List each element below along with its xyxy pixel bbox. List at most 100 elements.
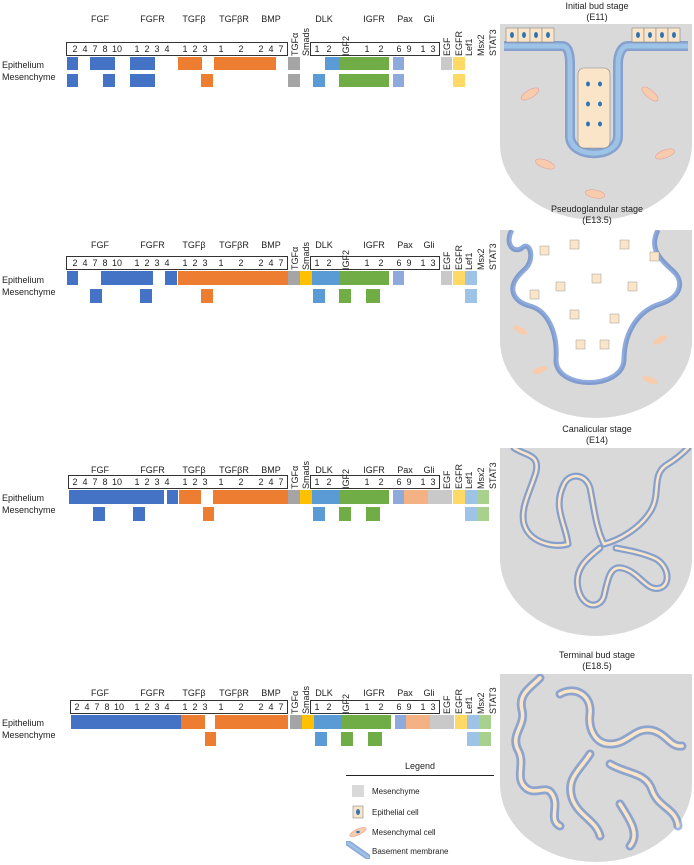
stage-title-e18-5: Terminal bud stage (E18.5) (500, 650, 694, 672)
expression-bar (201, 289, 213, 303)
group-label-igfr: IGFR (363, 14, 385, 24)
expression-bar (368, 732, 382, 746)
stage-name: Canalicular stage (562, 424, 632, 434)
expression-bar (313, 289, 325, 303)
expression-bar (288, 490, 300, 504)
gene-number: 6 (396, 702, 402, 712)
gene-number: 7 (92, 258, 98, 268)
row-label-mesenchyme: Mesenchyme (2, 72, 56, 82)
rotated-label: IGF2 (341, 693, 351, 714)
stage-name: Initial bud stage (565, 1, 629, 11)
gene-number: 1 (134, 702, 140, 712)
number-box (66, 256, 288, 270)
gene-number: 3 (154, 44, 160, 54)
rotated-label: STAT3 (488, 687, 498, 714)
gene-number: 1 (420, 44, 426, 54)
gene-number: 7 (278, 702, 284, 712)
gene-number: 6 (396, 258, 402, 268)
group-label-tgfbr: TGFβR (219, 465, 249, 475)
gene-number: 2 (258, 477, 264, 487)
expression-bar (467, 715, 479, 729)
expression-bar (90, 57, 115, 70)
rotated-label: Smads (301, 241, 311, 270)
mesenchyme-swatch-icon (352, 785, 364, 797)
gene-number: 1 (420, 702, 426, 712)
expression-bar (465, 289, 477, 303)
expression-bar (67, 74, 78, 87)
legend-divider (346, 775, 494, 776)
gene-number: 3 (202, 477, 208, 487)
gene-number: 4 (268, 44, 274, 54)
rotated-label: Lef1 (464, 471, 474, 489)
row-label-epithelium: Epithelium (2, 493, 45, 503)
pseudoglandular-illustration (500, 230, 692, 418)
rotated-label: EGFR (454, 30, 464, 56)
gene-number: 1 (420, 477, 426, 487)
stage-title-e13-5: Pseudoglandular stage (E13.5) (500, 204, 694, 226)
group-label-fgf: FGF (91, 14, 109, 24)
rotated-label: EGFR (454, 244, 464, 270)
expression-bar (406, 715, 430, 729)
gene-number: 1 (364, 702, 370, 712)
expression-bar (339, 289, 351, 303)
group-label-fgfr: FGFR (140, 688, 165, 698)
expression-bar (302, 715, 314, 729)
expression-bar (313, 507, 325, 521)
gene-number: 4 (268, 702, 274, 712)
group-label-gli: Gli (423, 240, 435, 250)
expression-bar (325, 57, 339, 70)
gene-number: 2 (74, 702, 80, 712)
row-label-mesenchyme: Mesenchyme (2, 730, 56, 740)
group-label-tgfbr: TGFβR (219, 688, 249, 698)
expression-bar (288, 271, 300, 285)
rotated-label: EGF (442, 37, 452, 56)
gene-number: 1 (182, 44, 188, 54)
rotated-label: TGFα (290, 246, 300, 270)
gene-number: 2 (192, 44, 198, 54)
group-label-dlk: DLK (315, 465, 333, 475)
expression-bar (339, 507, 351, 521)
group-label-tgfb: TGFβ (182, 240, 206, 250)
expression-bar (428, 490, 452, 504)
gene-number: 6 (396, 477, 402, 487)
stage-name: Pseudoglandular stage (550, 204, 644, 214)
number-box (70, 700, 288, 714)
group-label-tgfb: TGFβ (182, 688, 206, 698)
gene-number: 1 (420, 258, 426, 268)
rotated-label: EGFR (454, 463, 464, 489)
group-label-igfr: IGFR (363, 240, 385, 250)
gene-number: 2 (72, 258, 78, 268)
gene-number: 1 (314, 477, 320, 487)
gene-number: 8 (102, 44, 108, 54)
gene-number: 4 (82, 477, 88, 487)
group-label-tgfbr: TGFβR (219, 14, 249, 24)
expression-bar (205, 732, 216, 746)
group-label-bmp: BMP (261, 14, 281, 24)
expression-panel-e13-5: FGF FGFR TGFβ TGFβR BMP DLK IGFR Pax Gli… (0, 230, 500, 380)
expression-bar (339, 74, 389, 87)
expression-bar (477, 490, 489, 504)
stage-title-e11: Initial bud stage (E11) (500, 1, 694, 23)
gene-number: 3 (154, 477, 160, 487)
group-label-igfr: IGFR (363, 688, 385, 698)
rotated-label: EGF (442, 470, 452, 489)
expression-bar (393, 490, 404, 504)
rotated-label: Smads (301, 460, 311, 489)
gene-number: 1 (314, 258, 320, 268)
gene-number: 2 (378, 44, 384, 54)
expression-panel-e11: FGF FGFR TGFβ TGFβR BMP DLK IGFR Pax Gli… (0, 0, 500, 150)
gene-number: 1 (134, 258, 140, 268)
gene-number: 7 (278, 44, 284, 54)
gene-number: 2 (192, 258, 198, 268)
expression-panel-e18-5: FGF FGFR TGFβ TGFβR BMP DLK IGFR Pax Gli… (0, 680, 500, 830)
gene-number: 3 (154, 258, 160, 268)
expression-bar (477, 507, 489, 521)
gene-number: 2 (72, 477, 78, 487)
expression-bar (130, 74, 155, 87)
rotated-label: Lef1 (464, 38, 474, 56)
expression-bar (467, 732, 479, 746)
gene-number: 2 (192, 477, 198, 487)
expression-bar (395, 715, 406, 729)
rotated-label: EGFR (454, 688, 464, 714)
gene-number: 2 (258, 258, 264, 268)
